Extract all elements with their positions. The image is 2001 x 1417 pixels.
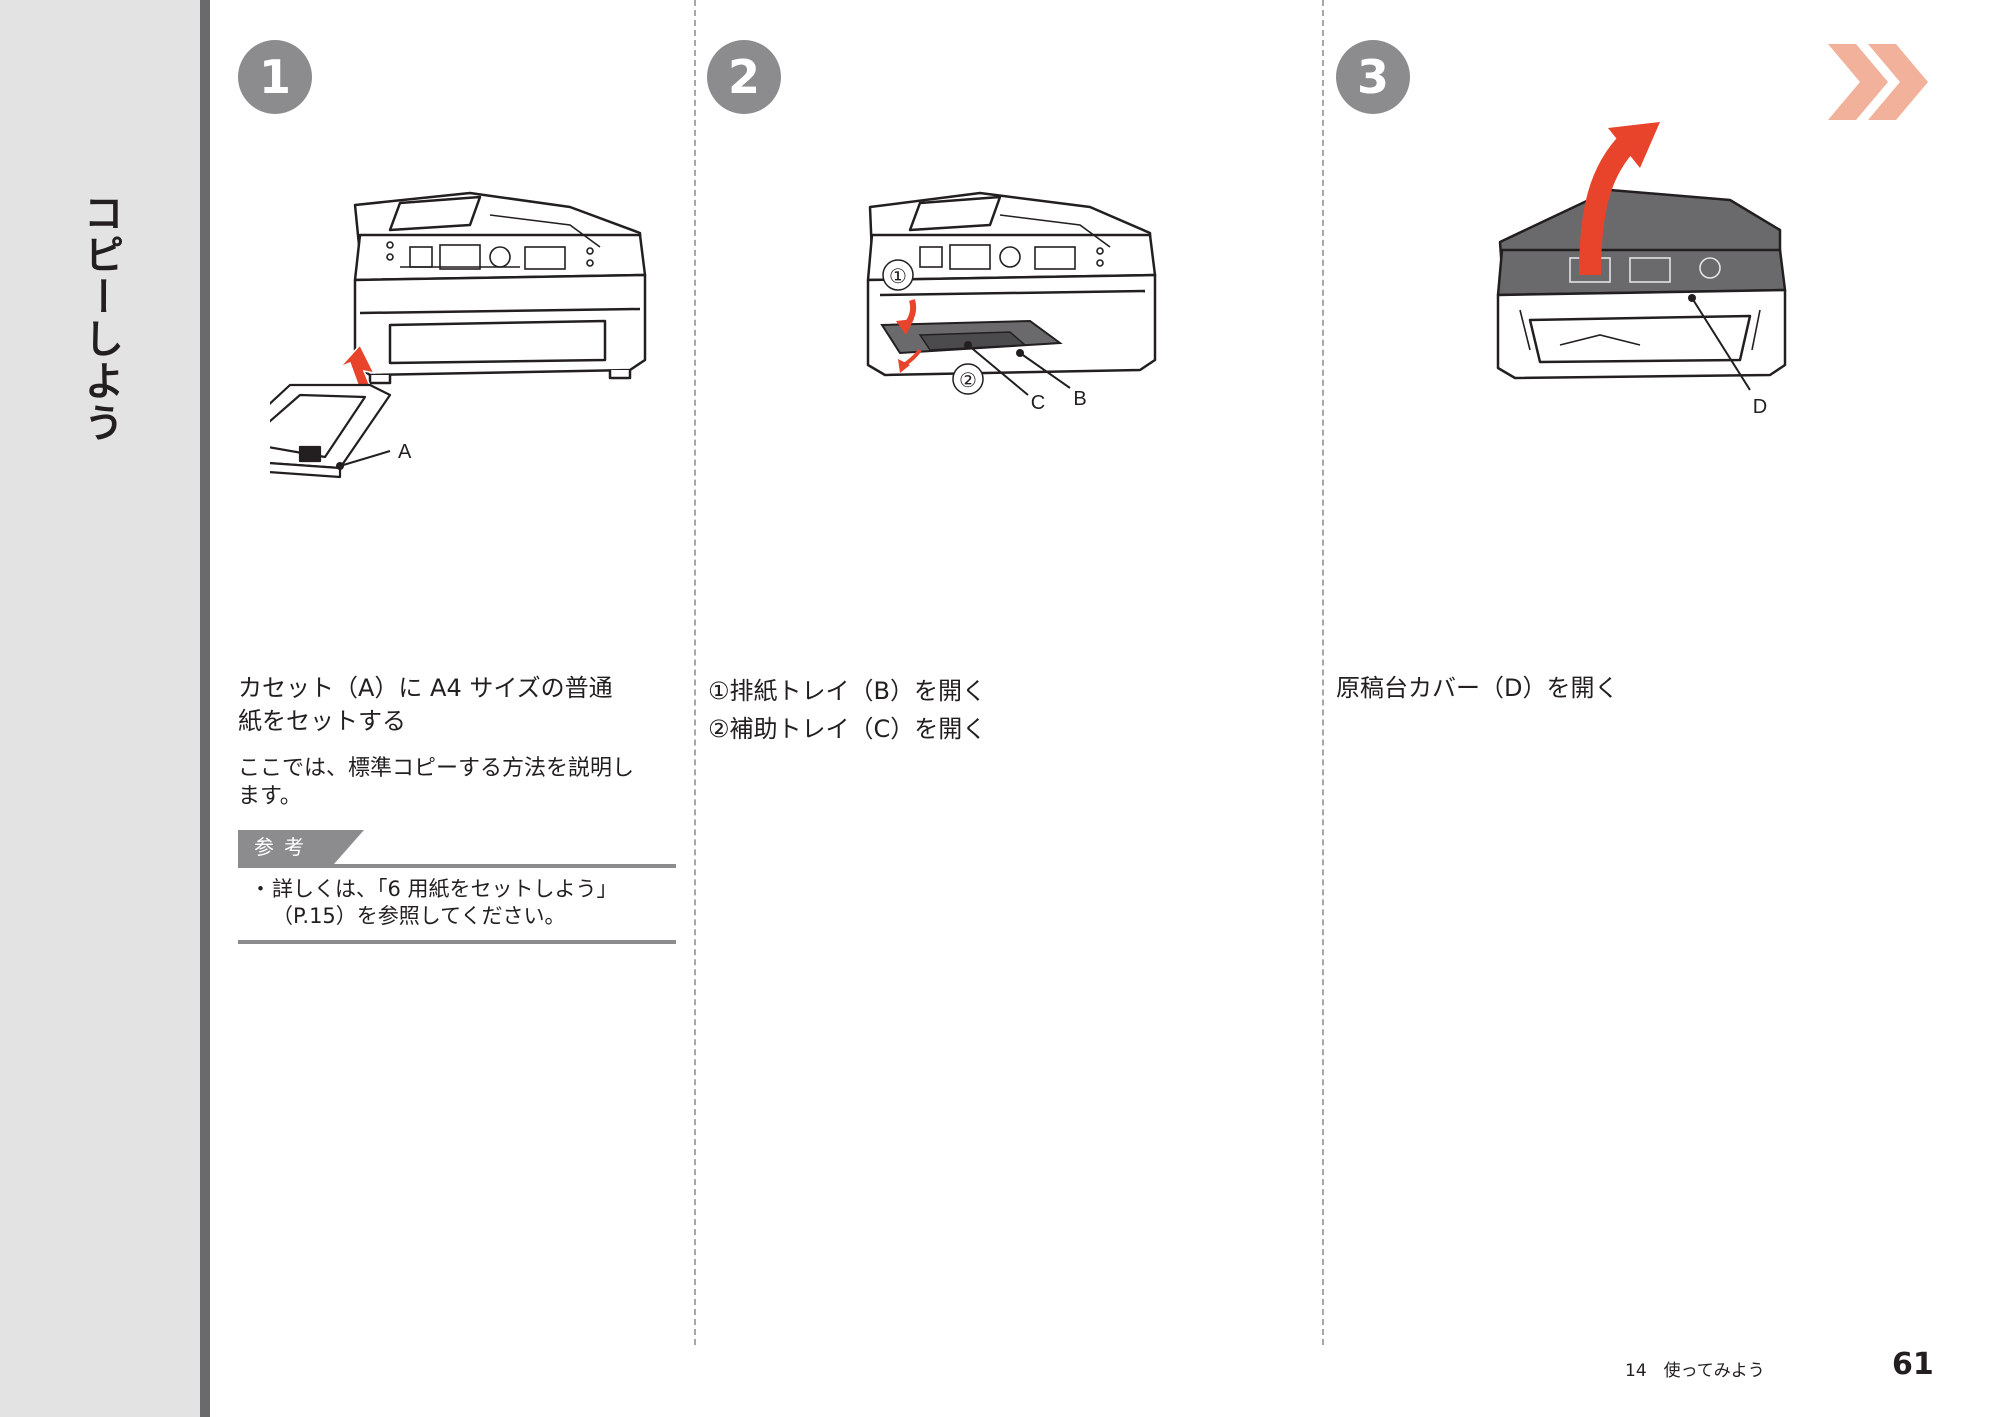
printer-output-tray-illustration: ① ② C B: [866, 191, 1157, 414]
step-2-heading-line-1: ①排紙トレイ（B）を開く: [708, 677, 986, 705]
step-number-3: 3: [1336, 40, 1410, 114]
step-1-body-line-1: ここでは、標準コピーする方法を説明し: [238, 756, 635, 781]
side-tab-bar: [200, 0, 210, 1417]
step-3-heading: 原稿台カバー（D）を開く: [1336, 672, 1936, 705]
step-1-heading: カセット（A）に A4 サイズの普通 紙をセットする: [238, 672, 678, 738]
note-bottom-rule: [238, 940, 676, 944]
callout-b: B: [1073, 388, 1086, 410]
side-tab: [0, 0, 200, 1417]
step-number-1: 1: [238, 40, 312, 114]
note-line-1: 詳しくは、「6 用紙をセットしよう」: [272, 877, 618, 901]
step-2-heading-line-2: ②補助トレイ（C）を開く: [708, 715, 987, 743]
note-bullet: ・: [250, 877, 271, 901]
note-line-2: （P.15）を参照してください。: [272, 904, 566, 928]
step-1-body: ここでは、標準コピーする方法を説明し ます。: [238, 755, 678, 811]
step-1-heading-line-1: カセット（A）に A4 サイズの普通: [238, 674, 613, 702]
callout-c: C: [1031, 392, 1045, 414]
page-number: 61: [1892, 1347, 1934, 1382]
step-3-heading-line-1: 原稿台カバー（D）を開く: [1336, 674, 1619, 702]
printer-cassette-illustration: A: [270, 191, 647, 479]
column-divider-2: [1322, 0, 1324, 1345]
step-1-heading-line-2: 紙をセットする: [238, 707, 406, 735]
step-number-2: 2: [707, 40, 781, 114]
callout-d: D: [1753, 396, 1767, 418]
step-2-heading: ①排紙トレイ（B）を開く ②補助トレイ（C）を開く: [708, 672, 1288, 748]
callout-circled-1: ①: [889, 266, 907, 288]
note-item: ・詳しくは、「6 用紙をセットしよう」 （P.15）を参照してください。: [238, 868, 676, 940]
column-divider-1: [694, 0, 696, 1345]
footer-section: 14 使ってみよう: [1625, 1361, 1765, 1381]
printer-cover-open-illustration: D: [1496, 122, 1787, 418]
note-tab: 参考: [238, 830, 364, 864]
callout-circled-2: ②: [959, 370, 977, 392]
double-chevron-right-icon: [1828, 44, 1928, 120]
step-1-body-line-2: ます。: [238, 784, 302, 809]
note-box: 参考 ・詳しくは、「6 用紙をセットしよう」 （P.15）を参照してください。: [238, 830, 676, 944]
note-top-rule: [238, 864, 676, 868]
side-title: コピーしよう: [77, 192, 123, 444]
callout-a: A: [398, 441, 412, 463]
